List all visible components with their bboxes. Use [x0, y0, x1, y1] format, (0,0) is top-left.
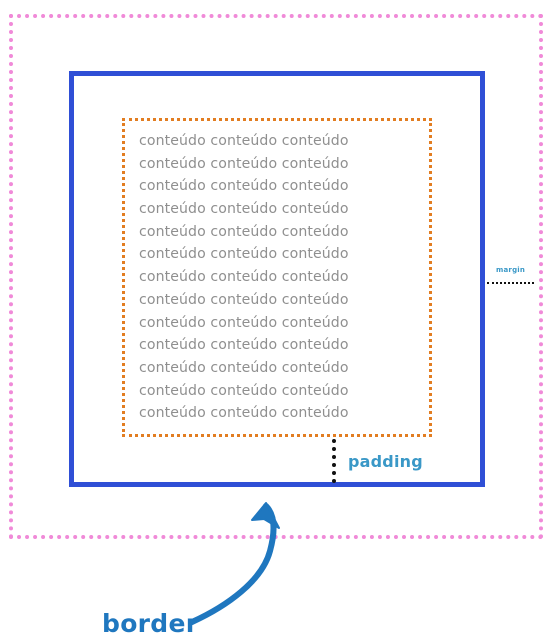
border-label: border: [102, 609, 199, 638]
content-line: conteúdo conteúdo conteúdo: [139, 155, 349, 172]
padding-label: padding: [348, 452, 423, 471]
content-line: conteúdo conteúdo conteúdo: [139, 269, 349, 286]
content-area: conteúdo conteúdo conteúdo conteúdo cont…: [139, 130, 413, 420]
margin-label: margin: [496, 266, 526, 274]
content-line: conteúdo conteúdo conteúdo: [139, 337, 349, 354]
content-line: conteúdo conteúdo conteúdo: [139, 178, 349, 195]
padding-indicator-line: [332, 439, 336, 483]
content-line: conteúdo conteúdo conteúdo: [139, 359, 349, 376]
content-line: conteúdo conteúdo conteúdo: [139, 201, 349, 218]
border-arrow-icon: [189, 502, 280, 625]
content-line: conteúdo conteúdo conteúdo: [139, 314, 349, 331]
border-boundary: [69, 71, 485, 487]
padding-boundary: [122, 118, 432, 437]
margin-boundary: [9, 14, 543, 539]
content-line: conteúdo conteúdo conteúdo: [139, 291, 349, 308]
margin-indicator-line: [487, 282, 534, 284]
content-line: conteúdo conteúdo conteúdo: [139, 405, 349, 420]
content-line: conteúdo conteúdo conteúdo: [139, 133, 349, 149]
content-line: conteúdo conteúdo conteúdo: [139, 382, 349, 399]
content-line: conteúdo conteúdo conteúdo: [139, 246, 349, 263]
content-line: conteúdo conteúdo conteúdo: [139, 223, 349, 240]
